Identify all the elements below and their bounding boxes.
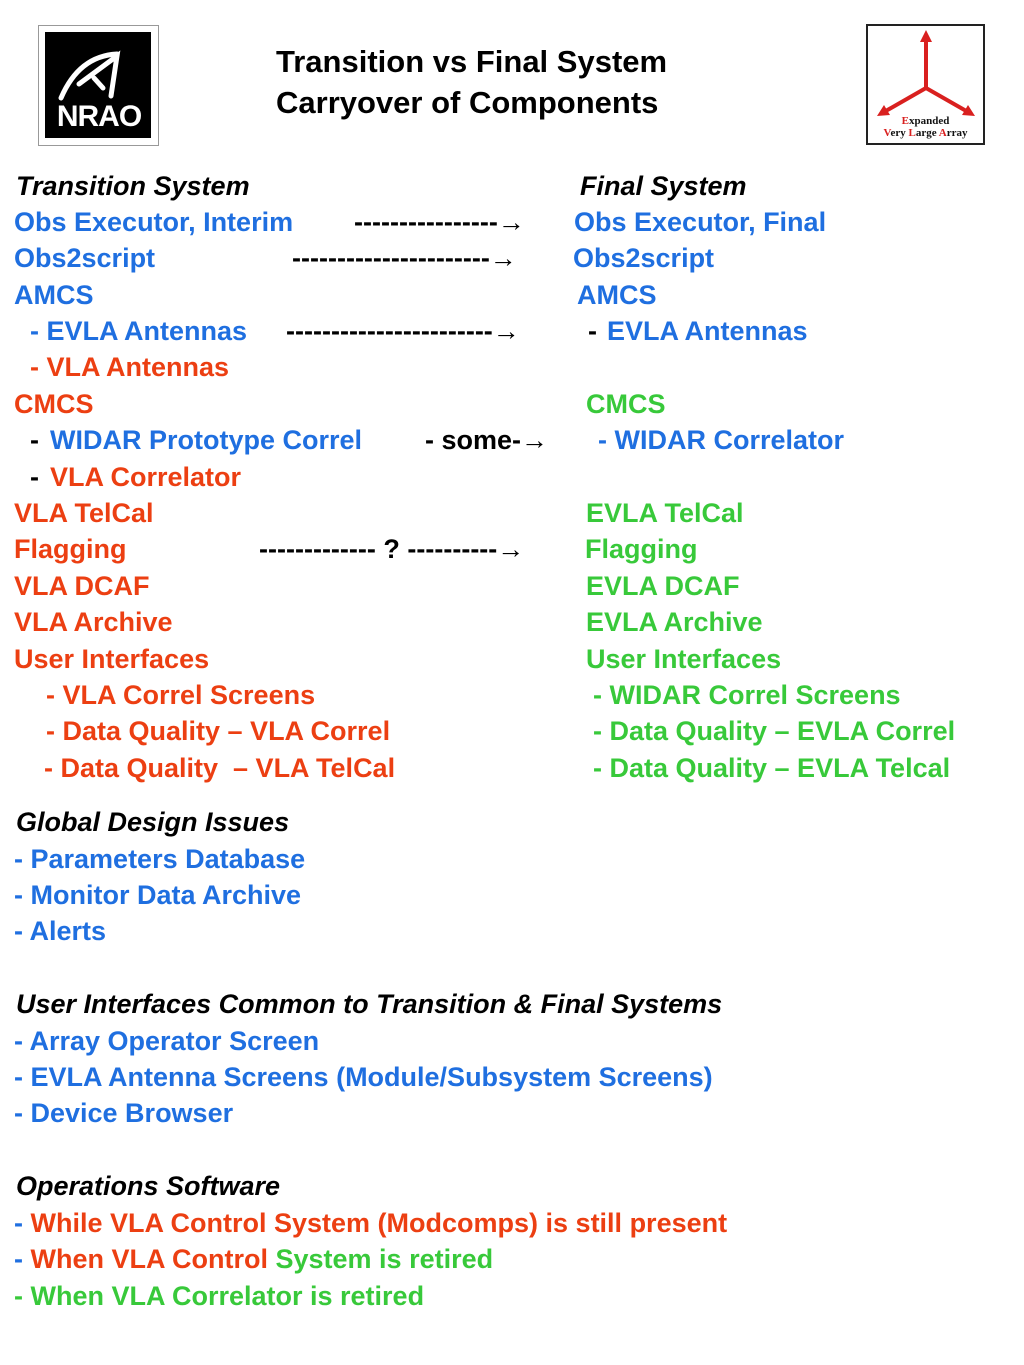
ops-software-heading: Operations Software [16,1171,281,1201]
nrao-logo: NRAO [38,25,159,146]
evla-antennas-final-dash: - [588,316,597,346]
obs2script-transition: Obs2script [14,243,156,273]
evla-logo-line-1: Expanded [901,115,950,127]
obs2script-arrow: ----------------------→ [292,243,517,273]
flagging-transition: Flagging [14,534,127,564]
global-design-item: - Alerts [14,916,107,946]
vla-dcaf: VLA DCAF [14,571,150,601]
obs2script-final: Obs2script [573,243,715,273]
amcs-transition: AMCS [14,280,94,310]
final-system-heading: Final System [580,171,747,201]
vla-archive: VLA Archive [14,607,173,637]
widar-correlator-final: - WIDAR Correlator [598,425,845,455]
evla-antennas-arrow: -----------------------→ [286,316,520,346]
global-design-item: - Parameters Database [14,844,306,874]
evla-antennas-transition: - EVLA Antennas [30,316,248,346]
global-design-item: - Monitor Data Archive [14,880,302,910]
vla-antennas-transition: - VLA Antennas [30,352,230,382]
cmcs-final: CMCS [586,389,666,419]
common-ui-item: - EVLA Antenna Screens (Module/Subsystem… [14,1062,713,1092]
evla-array-icon [877,30,975,116]
evla-dcaf: EVLA DCAF [586,571,740,601]
widar-prototype-dash: - [30,425,39,455]
vla-correlator-dash: - [30,462,39,492]
widar-some-arrow: - some-→ [425,425,549,455]
ops-software-item-2: - When VLA Control System is retired [14,1244,494,1274]
obs-executor-final: Obs Executor, Final [574,207,827,237]
widar-prototype-correl: WIDAR Prototype Correl [50,425,363,455]
ops-software-item-3: - When VLA Correlator is retired [14,1281,425,1311]
title-line-2: Carryover of Components [276,85,659,120]
evla-logo: Expanded Very Large Array [866,24,985,145]
vla-correlator-transition: VLA Correlator [50,462,242,492]
evla-antennas-final: EVLA Antennas [607,316,808,346]
amcs-final: AMCS [577,280,657,310]
cmcs-transition: CMCS [14,389,94,419]
common-ui-item: - Array Operator Screen [14,1026,320,1056]
flagging-final: Flagging [585,534,698,564]
evla-telcal: EVLA TelCal [586,498,744,528]
widar-correl-screens: - WIDAR Correl Screens [593,680,901,710]
ops-software-item-1: - While VLA Control System (Modcomps) is… [14,1208,728,1238]
flagging-arrow: ------------- ? ----------→ [259,534,525,564]
user-interfaces-final: User Interfaces [586,644,782,674]
vla-telcal: VLA TelCal [14,498,154,528]
title-line-1: Transition vs Final System [276,44,668,79]
obs-executor-arrow: ----------------→ [354,207,525,237]
evla-archive: EVLA Archive [586,607,763,637]
obs-executor-interim: Obs Executor, Interim [14,207,294,237]
nrao-logo-text: NRAO [56,100,142,133]
global-design-heading: Global Design Issues [16,807,290,837]
vla-correl-screens: - VLA Correl Screens [46,680,316,710]
common-ui-item: - Device Browser [14,1098,234,1128]
data-quality-vla-correl: - Data Quality – VLA Correl [46,716,391,746]
common-ui-heading: User Interfaces Common to Transition & F… [16,989,723,1019]
nrao-dish-icon [58,50,121,101]
transition-system-heading: Transition System [16,171,250,201]
data-quality-vla-telcal: - Data Quality – VLA TelCal [44,753,396,783]
data-quality-evla-telcal: - Data Quality – EVLA Telcal [593,753,951,783]
user-interfaces-transition: User Interfaces [14,644,210,674]
evla-logo-line-2: Very Large Array [883,127,968,139]
data-quality-evla-correl: - Data Quality – EVLA Correl [593,716,956,746]
